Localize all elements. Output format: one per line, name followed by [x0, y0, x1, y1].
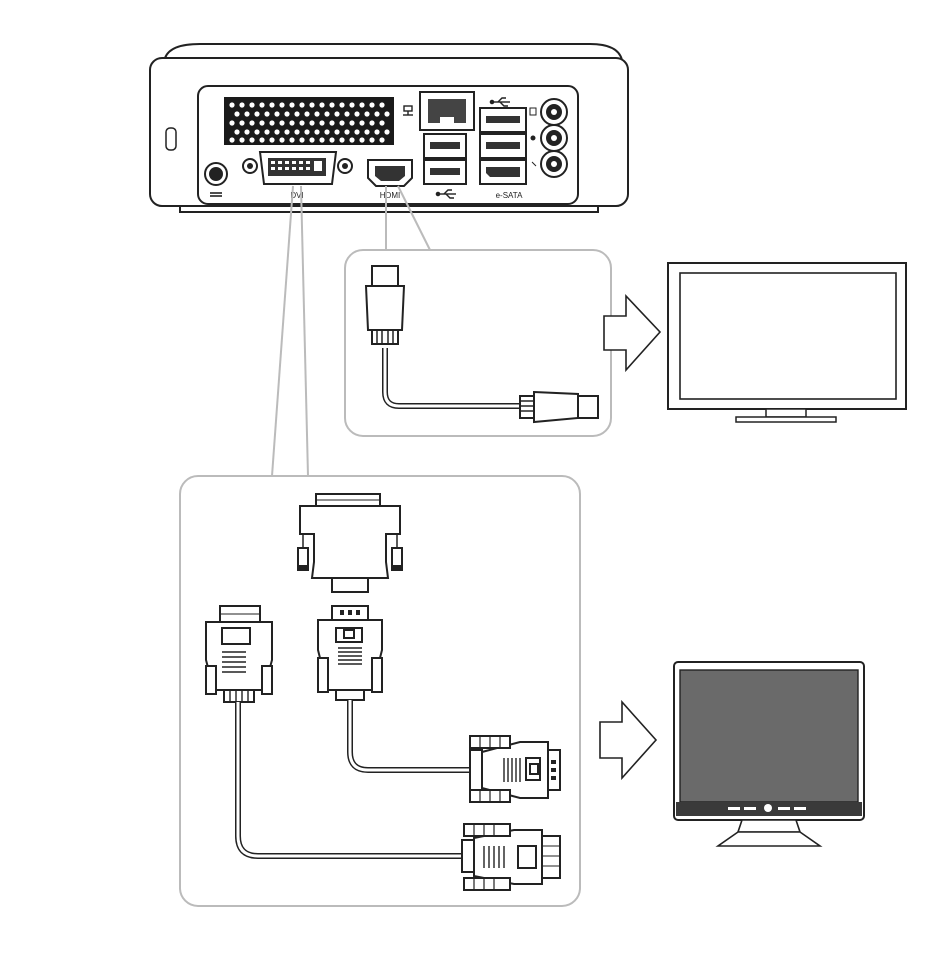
vga-plug-upright: [318, 606, 382, 700]
usb-port: [480, 108, 526, 132]
vga-plug-horizontal: [470, 736, 560, 802]
usb-port: [424, 160, 466, 184]
hdmi-port-label: HDMI: [380, 191, 400, 200]
kensington-slot: [166, 128, 176, 150]
lcd-monitor: [674, 662, 864, 846]
esata-port-label: e-SATA: [496, 191, 523, 200]
usb-port: [480, 134, 526, 158]
arrow-right-icon: [600, 702, 656, 778]
vent-grille: [224, 97, 394, 145]
usb-port: [424, 134, 466, 158]
dvi-vga-adapter: [298, 494, 402, 592]
dvi-callout-leader: [272, 186, 308, 476]
arrow-right-icon: [604, 296, 660, 370]
hdmi-tv: [668, 263, 906, 422]
